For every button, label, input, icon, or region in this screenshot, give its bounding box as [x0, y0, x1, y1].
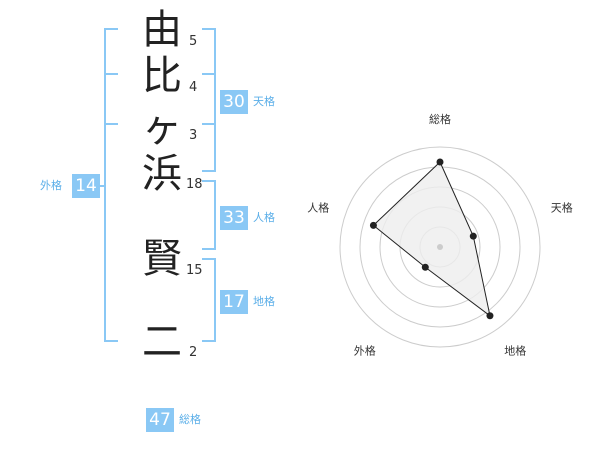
radar-area — [372, 161, 491, 317]
name-char-6: 二 — [142, 319, 182, 365]
radar-axis-label: 天格 — [551, 200, 573, 214]
jinkaku-bracket-bottom — [202, 248, 216, 250]
soukaku-value: 47 — [146, 408, 174, 432]
chikaku-bracket-top — [202, 258, 216, 260]
radar-point — [421, 263, 429, 271]
stroke-count-1: 5 — [189, 34, 198, 49]
gaikaku-bracket-mid2 — [104, 123, 118, 125]
name-char-2: 比 — [142, 53, 182, 99]
radar-point — [486, 312, 494, 320]
tenkaku-bracket-top — [202, 28, 216, 30]
stroke-count-4: 18 — [186, 177, 203, 192]
stroke-count-2: 4 — [189, 80, 198, 95]
radar-point — [369, 221, 377, 229]
chikaku-value: 17 — [220, 290, 248, 314]
jinkaku-bracket-line — [214, 180, 216, 250]
gaikaku-bracket-mid1 — [104, 73, 118, 75]
radar-axis-label: 地格 — [504, 344, 526, 358]
jinkaku-bracket-top — [202, 180, 216, 182]
name-char-4: 浜 — [142, 151, 182, 197]
radar-axis-label: 総格 — [429, 112, 451, 126]
stroke-count-6: 2 — [189, 345, 198, 360]
radar-axis-label: 人格 — [307, 200, 329, 214]
soukaku-label: 総格 — [179, 413, 201, 426]
radar-center-dot — [437, 244, 443, 250]
tenkaku-bracket-mid1 — [202, 73, 216, 75]
jinkaku-value: 33 — [220, 206, 248, 230]
name-char-1: 由 — [142, 7, 182, 53]
name-char-5: 賢 — [142, 236, 182, 282]
radar-point — [469, 232, 477, 240]
gaikaku-value: 14 — [72, 174, 100, 198]
chikaku-label: 地格 — [253, 295, 275, 308]
radar-axis-label: 外格 — [354, 344, 376, 358]
tenkaku-label: 天格 — [253, 95, 275, 108]
stroke-count-3: 3 — [189, 128, 198, 143]
name-char-3: ヶ — [142, 105, 182, 151]
jinkaku-label: 人格 — [253, 211, 275, 224]
radar-point — [436, 158, 444, 166]
gaikaku-bracket-top — [104, 28, 118, 30]
gaikaku-label: 外格 — [40, 179, 62, 192]
tenkaku-bracket-mid2 — [202, 123, 216, 125]
stroke-count-5: 15 — [186, 263, 203, 278]
chikaku-bracket-bottom — [202, 340, 216, 342]
gaikaku-bracket-bottom — [104, 340, 118, 342]
tenkaku-bracket-line — [214, 28, 216, 172]
radar-grid-ring — [339, 146, 541, 348]
tenkaku-value: 30 — [220, 90, 248, 114]
gaikaku-connector — [96, 185, 106, 187]
tenkaku-bracket-bottom — [202, 170, 216, 172]
chikaku-bracket-line — [214, 258, 216, 342]
